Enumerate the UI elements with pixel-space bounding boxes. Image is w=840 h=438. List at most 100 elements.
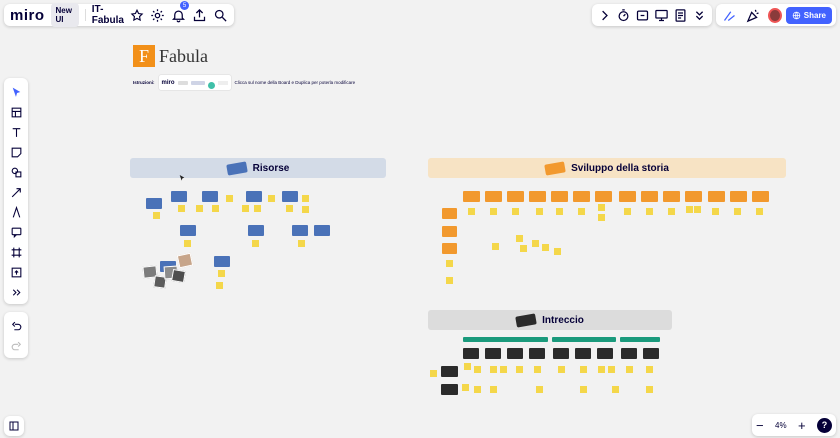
sticky-note[interactable] <box>462 384 469 391</box>
sviluppo-card[interactable] <box>663 191 680 202</box>
sviluppo-card[interactable] <box>573 191 590 202</box>
sticky-note[interactable] <box>598 214 605 221</box>
sticky-note[interactable] <box>598 366 605 373</box>
frame-risorse-header[interactable]: Risorse <box>130 158 386 178</box>
sticky-note[interactable] <box>554 248 561 255</box>
sticky-note[interactable] <box>534 366 541 373</box>
sticky-note[interactable] <box>542 244 549 251</box>
risorse-card[interactable] <box>202 191 218 202</box>
sticky-note[interactable] <box>686 206 693 213</box>
sticky-note[interactable] <box>430 370 437 377</box>
frame-intreccio-header[interactable]: Intreccio <box>428 310 672 330</box>
sviluppo-card[interactable] <box>529 191 546 202</box>
new-ui-button[interactable]: New UI <box>50 3 80 27</box>
sticky-note[interactable] <box>302 195 309 202</box>
zoom-in-button[interactable]: + <box>797 417 806 433</box>
star-icon[interactable] <box>130 4 144 26</box>
frame-icon[interactable] <box>5 242 27 262</box>
help-button[interactable]: ? <box>816 417 832 433</box>
intreccio-card[interactable] <box>485 348 501 359</box>
sticky-note[interactable] <box>578 208 585 215</box>
sticky-note[interactable] <box>558 366 565 373</box>
export-icon[interactable] <box>192 4 207 26</box>
risorse-card[interactable] <box>171 191 187 202</box>
comment-icon[interactable] <box>5 222 27 242</box>
timer-icon[interactable] <box>615 4 632 26</box>
sticky-note[interactable] <box>464 363 471 370</box>
risorse-card[interactable] <box>292 225 308 236</box>
intreccio-card[interactable] <box>597 348 613 359</box>
intreccio-section-bar[interactable] <box>552 337 616 342</box>
sticky-note[interactable] <box>474 366 481 373</box>
frame-sviluppo-header[interactable]: Sviluppo della storia <box>428 158 786 178</box>
sticky-note[interactable] <box>756 208 763 215</box>
photo-image[interactable] <box>171 268 186 284</box>
sticky-note[interactable] <box>268 195 275 202</box>
sviluppo-card[interactable] <box>551 191 568 202</box>
zoom-level[interactable]: 4% <box>775 420 787 430</box>
photo-image[interactable] <box>176 252 194 269</box>
board-title[interactable]: IT-Fabula <box>91 4 124 26</box>
intreccio-card[interactable] <box>553 348 569 359</box>
chevron-right-icon[interactable] <box>596 4 613 26</box>
bell-icon[interactable]: 5 <box>171 1 189 26</box>
sticky-note[interactable] <box>668 208 675 215</box>
risorse-card[interactable] <box>314 225 330 236</box>
risorse-card[interactable] <box>146 198 162 209</box>
sviluppo-card[interactable] <box>442 226 457 237</box>
sviluppo-card[interactable] <box>619 191 636 202</box>
intreccio-card[interactable] <box>441 384 458 395</box>
sviluppo-card[interactable] <box>641 191 658 202</box>
sviluppo-card[interactable] <box>463 191 480 202</box>
sticky-note[interactable] <box>153 212 160 219</box>
sticky-note[interactable] <box>490 208 497 215</box>
sviluppo-card[interactable] <box>595 191 612 202</box>
intreccio-section-bar[interactable] <box>620 337 660 342</box>
share-button[interactable]: Share <box>785 6 832 24</box>
sticky-note[interactable] <box>624 208 631 215</box>
sticky-note[interactable] <box>178 205 185 212</box>
sticky-note[interactable] <box>226 195 233 202</box>
sticky-note[interactable] <box>520 245 527 252</box>
gear-icon[interactable] <box>150 4 165 26</box>
more-tools-icon[interactable] <box>5 282 27 302</box>
sticky-note[interactable] <box>646 366 653 373</box>
intreccio-card[interactable] <box>575 348 591 359</box>
intreccio-card[interactable] <box>529 348 545 359</box>
risorse-card[interactable] <box>180 225 196 236</box>
risorse-card[interactable] <box>248 225 264 236</box>
sticky-note[interactable] <box>492 243 499 250</box>
redo-icon[interactable] <box>5 336 27 356</box>
celebrate-icon[interactable] <box>744 4 764 26</box>
sticky-note[interactable] <box>646 208 653 215</box>
zoom-out-button[interactable]: − <box>756 417 764 433</box>
sticky-note[interactable] <box>218 270 225 277</box>
sviluppo-card[interactable] <box>730 191 747 202</box>
sviluppo-card[interactable] <box>485 191 502 202</box>
expand-icon[interactable] <box>691 4 708 26</box>
sticky-note[interactable] <box>254 205 261 212</box>
sticky-note[interactable] <box>598 204 605 211</box>
sticky-note[interactable] <box>242 205 249 212</box>
sticky-note[interactable] <box>446 277 453 284</box>
sticky-note[interactable] <box>694 206 701 213</box>
sticky-note[interactable] <box>536 208 543 215</box>
miro-logo[interactable]: miro <box>10 6 45 24</box>
intreccio-card[interactable] <box>441 366 458 377</box>
sticky-note[interactable] <box>490 366 497 373</box>
sticky-note[interactable] <box>532 240 539 247</box>
sticky-note[interactable] <box>626 366 633 373</box>
undo-icon[interactable] <box>5 316 27 336</box>
sviluppo-card[interactable] <box>442 243 457 254</box>
intreccio-card[interactable] <box>507 348 523 359</box>
upload-icon[interactable] <box>5 262 27 282</box>
intreccio-section-bar[interactable] <box>463 337 548 342</box>
sticky-note[interactable] <box>490 386 497 393</box>
search-icon[interactable] <box>213 4 228 26</box>
sticky-note[interactable] <box>212 205 219 212</box>
presentation-icon[interactable] <box>653 4 670 26</box>
sticky-note[interactable] <box>252 240 259 247</box>
text-icon[interactable] <box>5 122 27 142</box>
sticky-note[interactable] <box>608 366 615 373</box>
sticky-note[interactable] <box>556 208 563 215</box>
